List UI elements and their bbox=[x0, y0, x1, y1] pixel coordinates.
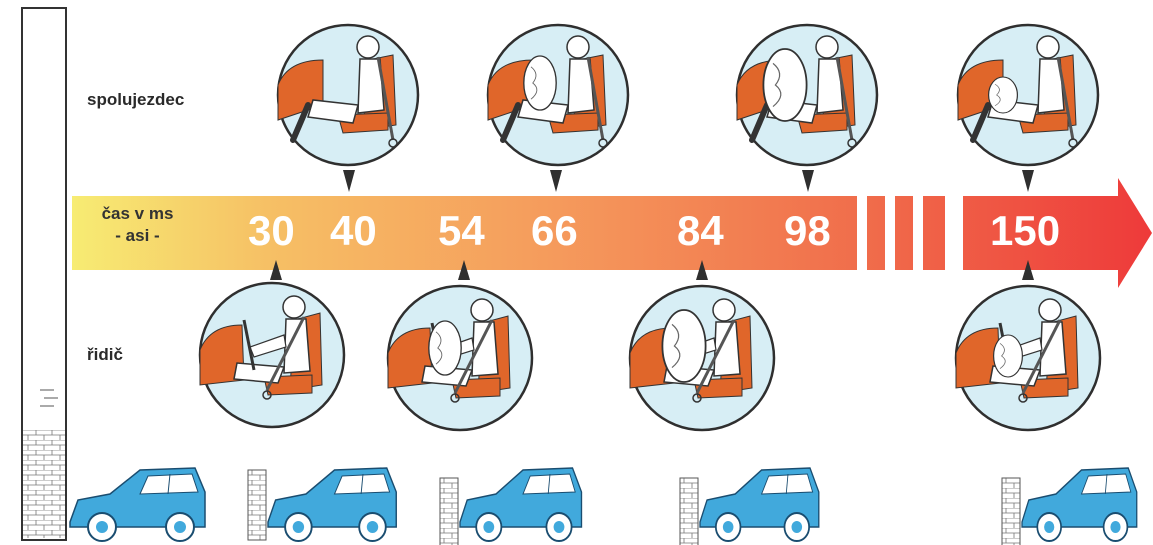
axis-label-line1: čas v ms bbox=[80, 203, 195, 225]
driver-scene-30 bbox=[200, 283, 344, 427]
tick-98: 98 bbox=[784, 207, 831, 255]
passenger-scene-98 bbox=[737, 25, 877, 165]
driver-scene-54 bbox=[388, 286, 532, 430]
driver-scene-150 bbox=[956, 286, 1100, 430]
tick-150: 150 bbox=[990, 207, 1060, 255]
crash-stage-84 bbox=[680, 468, 819, 545]
tick-40: 40 bbox=[330, 207, 377, 255]
axis-label-line2: - asi - bbox=[80, 225, 195, 247]
passenger-scene-150 bbox=[958, 25, 1098, 165]
car-icon bbox=[70, 468, 205, 541]
tick-54: 54 bbox=[438, 207, 485, 255]
passenger-scene-66 bbox=[488, 25, 628, 165]
passenger-label: spolujezdec bbox=[87, 90, 184, 110]
wall-icon bbox=[22, 8, 66, 540]
passenger-scene-40 bbox=[278, 25, 418, 165]
crash-stage-150 bbox=[1002, 468, 1137, 545]
tick-66: 66 bbox=[531, 207, 578, 255]
crash-stage-30 bbox=[248, 468, 396, 541]
tick-84: 84 bbox=[677, 207, 724, 255]
driver-label: řidič bbox=[87, 345, 123, 365]
passenger-pointers bbox=[343, 170, 1034, 192]
crash-stage-54 bbox=[440, 468, 582, 545]
driver-scene-84 bbox=[630, 286, 774, 430]
tick-30: 30 bbox=[248, 207, 295, 255]
axis-label: čas v ms - asi - bbox=[80, 203, 195, 247]
